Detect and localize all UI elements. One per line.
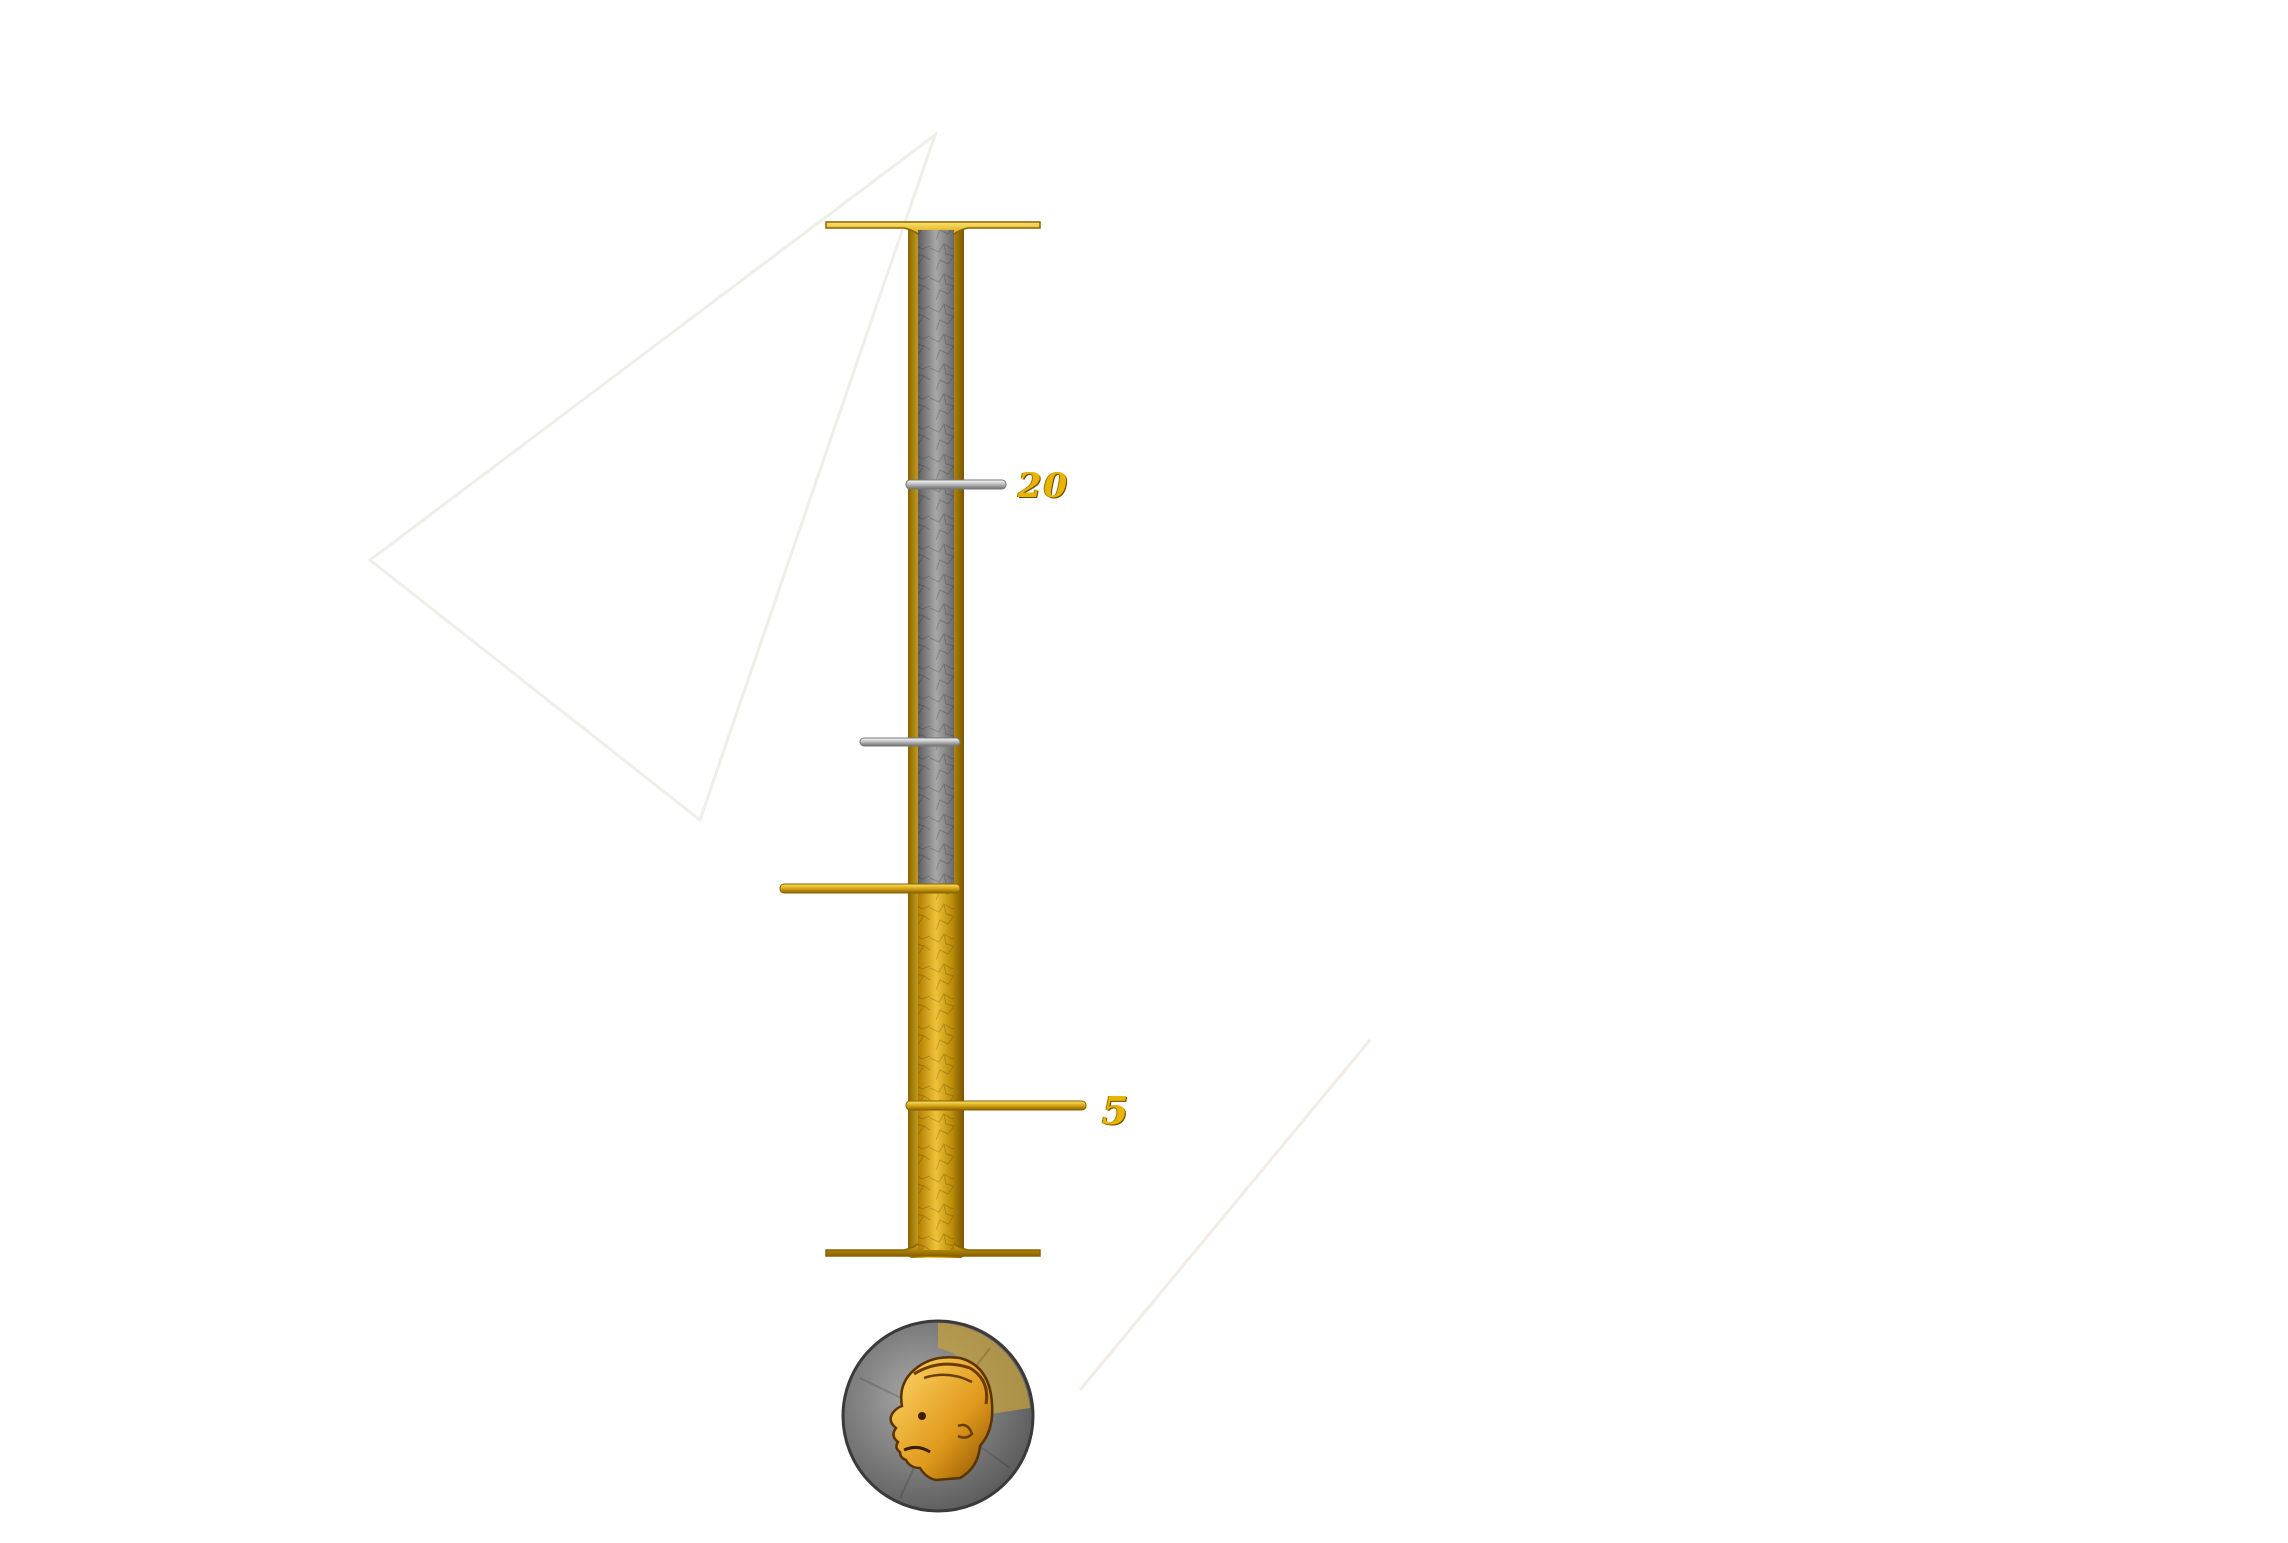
meter-fill-texture — [918, 888, 954, 1250]
laughing-head-coin-icon[interactable] — [840, 1318, 1036, 1514]
faint-frame-line — [367, 130, 939, 823]
faint-frame-line — [1078, 1039, 1372, 1391]
mark-5-label: 5 — [1102, 1088, 1131, 1133]
mark-20-label: 20 — [1018, 466, 1070, 506]
mark-5-tick — [905, 1100, 1087, 1111]
mark-mid-tick — [859, 737, 961, 747]
mark-20-tick — [905, 479, 1007, 490]
current-level-indicator — [779, 883, 961, 894]
